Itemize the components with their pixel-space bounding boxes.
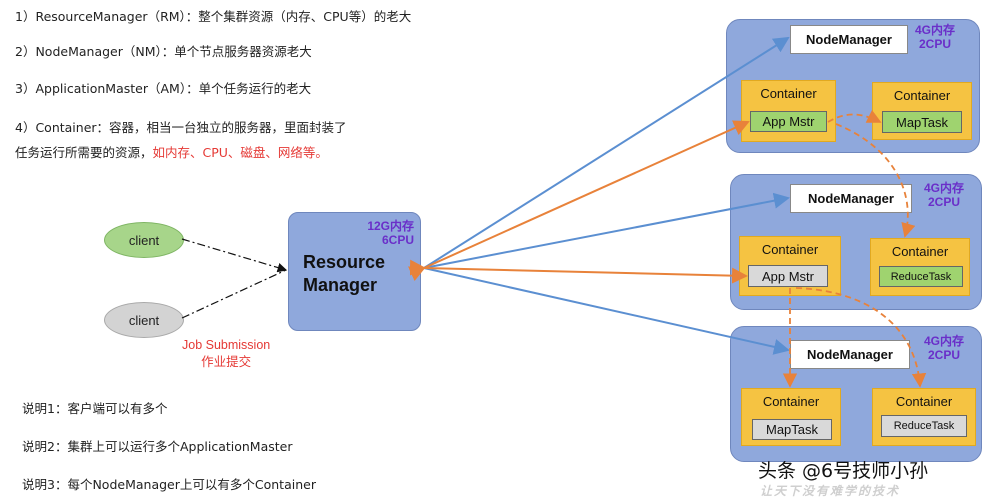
node-manager-spec-cpu-1: 2CPU	[919, 37, 952, 51]
container-title: Container	[895, 394, 953, 409]
client-2: client	[104, 302, 184, 338]
resource-manager-box: 12G内存 6CPU Resource Manager	[288, 212, 421, 331]
client2-to-rm-line	[181, 269, 287, 319]
note-application-master: 3）ApplicationMaster（AM）：单个任务运行的老大	[15, 81, 312, 96]
task-app-master-nm1: App Mstr	[750, 111, 827, 132]
resource-manager-spec-cpu: 6CPU	[381, 233, 414, 247]
container-title: Container	[760, 86, 817, 101]
note-container-line1: 4）Container：容器，相当一台独立的服务器，里面封装了	[15, 120, 347, 135]
explanation-2: 说明2：集群上可以运行多个ApplicationMaster	[22, 439, 293, 454]
job-submission-label: Job Submission 作业提交	[182, 337, 270, 371]
note-container-resources: 如内存、CPU、磁盘、网络等。	[152, 145, 328, 160]
task-map-nm1: MapTask	[882, 111, 962, 133]
resource-manager-title-line2: Manager	[303, 275, 378, 295]
explanation-1: 说明1：客户端可以有多个	[22, 401, 168, 416]
client1-to-rm-line	[181, 238, 288, 273]
explanation-3: 说明3：每个NodeManager上可以有多个Container	[22, 477, 316, 492]
node-manager-spec-mem-1: 4G内存	[915, 23, 956, 37]
watermark-faint-text: 让天下没有难学的技术	[760, 484, 901, 498]
job-submission-zh: 作业提交	[201, 355, 252, 369]
resource-manager-spec: 12G内存 6CPU	[367, 219, 414, 247]
container-title: Container	[893, 88, 951, 103]
node-manager-spec-mem-3: 4G内存	[924, 334, 965, 348]
resource-manager-title-line1: Resource	[303, 252, 386, 272]
rm-to-appmstr1-arrow	[407, 120, 750, 282]
task-reduce-nm3: ReduceTask	[881, 415, 967, 437]
job-submission-en: Job Submission	[182, 338, 271, 352]
container-title: Container	[761, 242, 819, 257]
note-node-manager: 2）NodeManager（NM）：单个节点服务器资源老大	[15, 44, 312, 59]
node-manager-spec-cpu-3: 2CPU	[928, 348, 961, 362]
node-manager-spec-mem-2: 4G内存	[924, 181, 965, 195]
client-1: client	[104, 222, 184, 258]
resource-manager-spec-mem: 12G内存	[367, 219, 414, 233]
note-container-line2: 任务运行所需要的资源，如内存、CPU、磁盘、网络等。	[15, 142, 328, 161]
node-manager-label-2: NodeManager	[790, 184, 912, 213]
rm-to-appmstr2-arrow	[409, 259, 748, 284]
task-reduce-nm2: ReduceTask	[879, 266, 963, 287]
node-manager-label-3: NodeManager	[790, 340, 910, 369]
note-resource-manager: 1）ResourceManager（RM）：整个集群资源（内存、CPU等）的老大	[15, 9, 412, 24]
container-title: Container	[891, 244, 949, 259]
task-app-master-nm2: App Mstr	[748, 265, 828, 287]
node-manager-label-1: NodeManager	[790, 25, 908, 54]
note-container-line2-text: 任务运行所需要的资源，	[15, 145, 153, 160]
resource-manager-title: Resource Manager	[303, 251, 385, 297]
watermark-text: 头条 @6号技师小孙	[758, 460, 929, 482]
task-map-nm3: MapTask	[752, 419, 832, 440]
node-manager-spec-cpu-2: 2CPU	[928, 195, 961, 209]
container-title: Container	[762, 394, 820, 409]
